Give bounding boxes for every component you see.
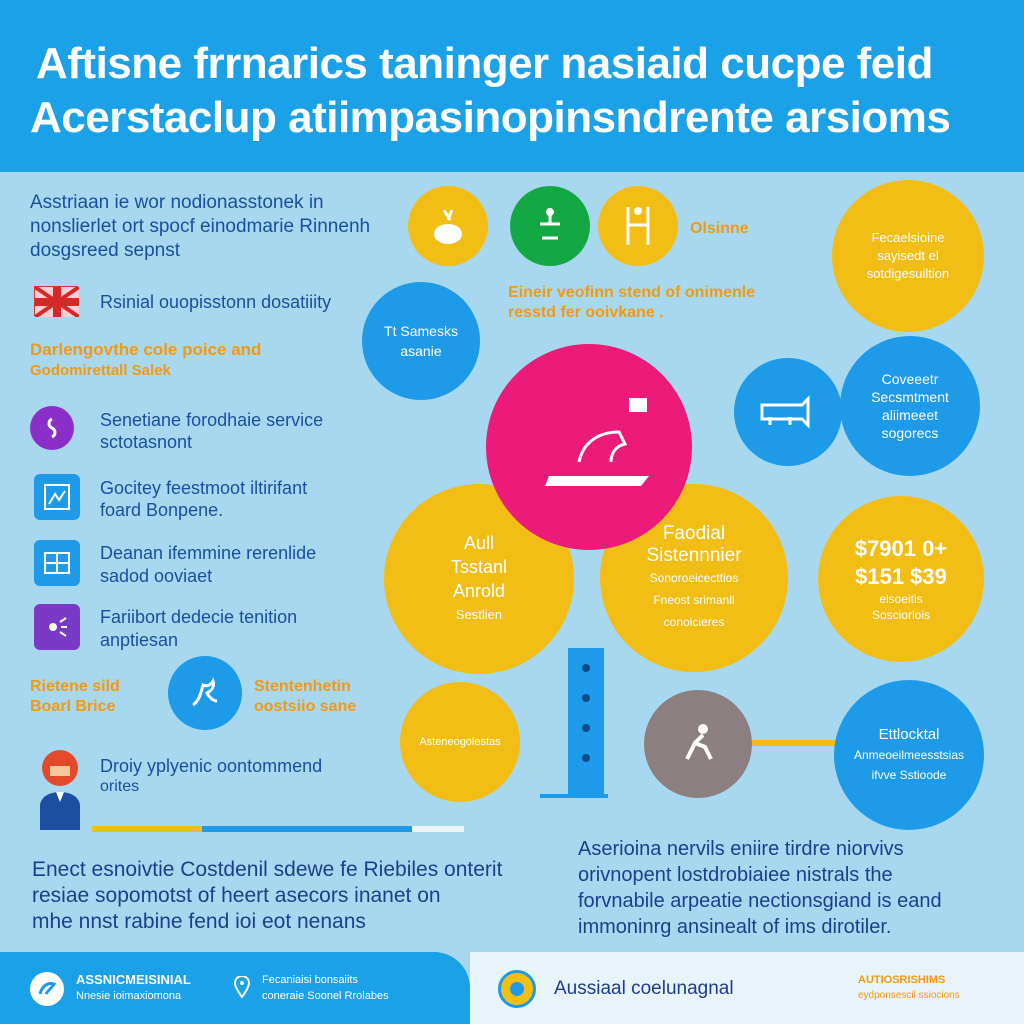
blue-bottom-circle: Ettlocktal Anmeoeilmeesstsias ifvve Ssti… — [834, 680, 984, 830]
yellow-left-line-1: Aull — [463, 533, 494, 553]
yellow-left-line-2: Tsstanl — [450, 557, 508, 577]
price-line-3: elsoeitis — [879, 592, 923, 606]
bottom-right-line-3: forvnabile arpeatie nectionsgiand is ean… — [578, 890, 942, 912]
blue-bottom-line-3: ifvve Sstioode — [871, 768, 947, 782]
person-row-line-1: Droiy yplyenic oontommend — [100, 756, 323, 776]
footer: ASSNICMEISINIAL Nnesie ioimaxiomona Feca… — [0, 952, 1024, 1024]
top-right-line-3: sotdigesuiltion — [866, 266, 950, 281]
mid-left-blue-circle: Tt Samesks asanie — [362, 282, 480, 400]
pink-center-circle — [486, 344, 692, 550]
footer-brand-1-sub: Nnesie ioimaxiomona — [76, 990, 182, 1002]
price-line-2: $151 $39 — [855, 564, 947, 589]
intro-line-2: nonslierlet ort spocf einodmarie Rinnenh — [30, 216, 371, 237]
footer-right-panel: Aussiaal coelunagnal AUTIOSRISHIMS eydpo… — [470, 952, 1024, 1024]
bar-base-line — [540, 794, 608, 798]
yellow-center-line-3: Sonoroeicecttios — [649, 571, 739, 585]
yellow-right-circle: $7901 0+ $151 $39 elsoeitis Sosciorlois — [818, 496, 984, 662]
price-line-1: $7901 0+ — [854, 536, 948, 561]
top-center-orange-line-1: Eineir veofinn stend of onimenle — [508, 284, 756, 301]
list-item-3-line-1: Deanan ifemmine rerenlide — [100, 543, 317, 563]
footer-brand-2: Fecaniaisi bonsaiits — [262, 974, 358, 986]
bottom-left-line-3: mhe nnst rabine fend ioi eot nenans — [32, 910, 366, 933]
yellow-left-line-4: Sestlien — [455, 607, 503, 622]
mid-left-line-1: Tt Samesks — [384, 323, 458, 339]
green-icon-circle — [510, 186, 590, 266]
top-right-line-1: Fecaelsioine — [871, 230, 945, 245]
list-item-1-line-1: Senetiane forodhaie service — [100, 410, 324, 430]
animal-circle-icon — [168, 656, 242, 730]
footer-logo-icon — [30, 972, 64, 1006]
yellow-center-line-2: Sistennnier — [646, 545, 742, 566]
lower-left-label-2: Boarl Brice — [30, 698, 116, 715]
bottom-right-line-1: Aserioina nervils eniire tirdre niorvivs — [578, 838, 904, 860]
icons-top-label: Olsinne — [690, 220, 749, 237]
list-item-4-line-1: Fariibort dedecie tenition — [100, 607, 298, 627]
vertical-blue-bar — [568, 648, 604, 796]
divider-light — [412, 826, 464, 832]
bottom-left-line-1: Enect esnoivtie Costdenil sdewe fe Riebi… — [32, 858, 503, 881]
header-banner: Aftisne frrnarics taninger nasiaid cucpe… — [0, 0, 1024, 172]
lower-right-label-2: oostsiio sane — [254, 698, 357, 715]
mid-left-line-2: asanie — [400, 343, 442, 359]
footer-brand-2-sub: coneraie Soonel Rrolabes — [262, 990, 389, 1002]
list-item-icon-2 — [34, 474, 80, 520]
blue-bottom-line-1: Ettlocktal — [878, 726, 940, 743]
yellow-left-line-3: Anrold — [452, 581, 506, 601]
uk-flag-icon — [34, 286, 79, 317]
intro-line-3: dosgsreed sepnst — [30, 240, 180, 261]
bottom-left-line-2: resiae sopomotst of heert asecors inanet… — [32, 884, 441, 907]
lower-left-label-1: Rietene sild — [30, 678, 120, 695]
list-item-icon-1 — [30, 406, 74, 450]
yellow-icon-circle — [408, 186, 488, 266]
top-right-yellow-circle: Fecaelsioine sayisedt el sotdigesuiltion — [832, 180, 984, 332]
list-item-3-line-2: sadod ooviaet — [100, 566, 213, 586]
divider-yellow — [92, 826, 202, 832]
gray-figure-circle — [644, 690, 752, 798]
footer-center-label: Aussiaal coelunagnal — [554, 978, 734, 999]
yellow-center-line-1: Faodial — [662, 523, 726, 544]
small-yellow-circle: Asteneogolestas — [400, 682, 520, 802]
footer-brand-1: ASSNICMEISINIAL — [76, 972, 191, 987]
footer-right-label-2: eydponsescil ssiocions — [858, 990, 960, 1001]
right-mid-line-3: aliimeeet — [881, 407, 939, 423]
footer-location-icon — [234, 976, 250, 998]
yellow-center-line-4: Fneost srimanll — [653, 593, 735, 607]
right-mid-line-1: Coveeetr — [881, 371, 939, 387]
top-center-orange-line-2: resstd fer ooivkane . — [508, 304, 664, 321]
list-item-4-line-2: anptiesan — [100, 630, 179, 650]
bottom-right-line-4: immoninrg ansinealt of ims dirotiler. — [578, 916, 892, 938]
footer-center-logo-icon — [498, 970, 536, 1008]
flag-row-label: Rsinial ouopisstonn dosatiiity — [100, 292, 332, 312]
lower-right-label-1: Stentenhetin — [254, 678, 351, 695]
right-mid-line-2: Secsmtment — [871, 389, 949, 405]
list-item-2-line-1: Gocitey feestmoot iltirifant — [100, 478, 308, 498]
intro-line-1: Asstriaan ie wor nodionasstonek in — [30, 192, 324, 213]
camera-blue-circle — [734, 358, 842, 466]
footer-left-panel: ASSNICMEISINIAL Nnesie ioimaxiomona Feca… — [0, 952, 470, 1024]
page-subtitle: Acerstaclup atiimpasinopinsndrente arsio… — [30, 93, 951, 142]
connector-line — [752, 740, 836, 746]
bottom-right-line-2: orivnopent lostdrobiaiee nistrals the — [578, 864, 893, 886]
person-icon — [34, 748, 86, 830]
person-row-line-2: orites — [100, 778, 140, 795]
list-item-1-line-2: sctotasnont — [100, 432, 193, 452]
top-right-line-2: sayisedt el — [877, 248, 939, 263]
small-yellow-label: Asteneogolestas — [419, 736, 501, 748]
right-mid-line-4: sogorecs — [881, 425, 939, 441]
page-title: Aftisne frrnarics taninger nasiaid cucpe… — [36, 39, 933, 88]
list-item-2-line-2: foard Bonpene. — [100, 500, 224, 520]
orange-line-2: Godomirettall Salek — [30, 362, 171, 379]
blue-bottom-line-2: Anmeoeilmeesstsias — [853, 748, 965, 762]
yellow-figure-circle — [598, 186, 678, 266]
footer-right-label-1: AUTIOSRISHIMS — [858, 974, 946, 986]
list-item-icon-4 — [34, 604, 80, 650]
list-item-icon-3 — [34, 540, 80, 586]
orange-line-1: Darlengovthe cole poice and — [30, 340, 262, 359]
right-mid-blue-circle: Coveeetr Secsmtment aliimeeet sogorecs — [840, 336, 980, 476]
price-line-4: Sosciorlois — [871, 608, 931, 622]
divider-blue — [202, 826, 412, 832]
yellow-center-line-5: conoicieres — [663, 615, 725, 629]
